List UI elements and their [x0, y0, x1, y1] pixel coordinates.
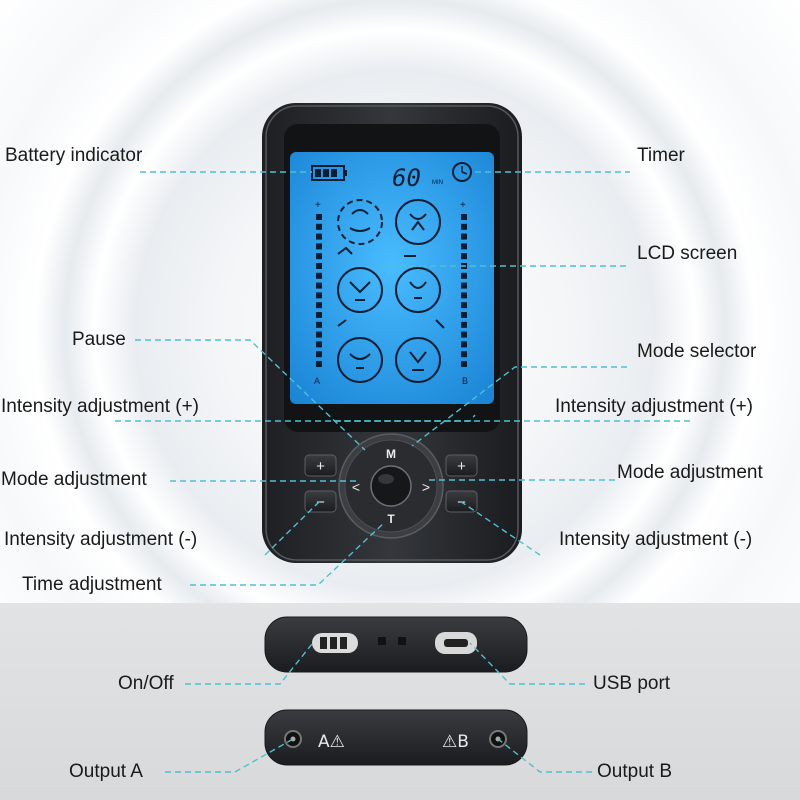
- output-a-jack[interactable]: [284, 730, 302, 748]
- intensity-segment: [316, 233, 322, 240]
- label-intensity-up-right: Intensity adjustment (+): [555, 396, 754, 417]
- label-time-adjustment: Time adjustment: [22, 574, 162, 595]
- intensity-bar-a: +: [315, 200, 322, 367]
- intensity-segment: [461, 233, 467, 240]
- intensity-segment: [461, 351, 467, 358]
- right-arrow-icon: >: [422, 479, 430, 495]
- intensity-segment: [316, 253, 322, 260]
- intensity-segment: [316, 292, 322, 299]
- plus-button-right[interactable]: +: [445, 454, 478, 477]
- intensity-segment: [461, 214, 467, 220]
- intensity-segment: [316, 302, 322, 309]
- intensity-segment: [461, 331, 467, 338]
- label-mode-adjust-left: Mode adjustment: [1, 469, 147, 490]
- label-lcd-screen: LCD screen: [637, 243, 738, 264]
- label-on-off: On/Off: [118, 673, 174, 694]
- pause-button[interactable]: [370, 465, 412, 507]
- intensity-segment: [461, 321, 467, 328]
- intensity-segment: [316, 321, 322, 328]
- channel-a-label: A: [314, 376, 320, 386]
- intensity-segment: [461, 272, 467, 279]
- intensity-segment: [316, 214, 322, 220]
- label-intensity-up-left: Intensity adjustment (+): [1, 396, 200, 417]
- intensity-segment: [316, 263, 322, 269]
- svg-text:+: +: [460, 200, 466, 211]
- intensity-segment: [461, 253, 467, 260]
- battery-icon: [311, 165, 347, 181]
- plus-label: +: [316, 458, 325, 475]
- label-usb-port: USB port: [593, 673, 671, 694]
- usb-port[interactable]: [435, 632, 477, 654]
- timer-digits: 60: [392, 164, 421, 192]
- power-switch[interactable]: [312, 633, 358, 653]
- device-bottom-edge: A⚠ ⚠B: [264, 709, 528, 766]
- label-intensity-down-left: Intensity adjustment (-): [4, 529, 198, 550]
- label-timer: Timer: [637, 145, 685, 166]
- left-arrow-icon: <: [352, 479, 360, 495]
- label-mode-adjust-right: Mode adjustment: [617, 462, 763, 483]
- label-output-b: Output B: [597, 761, 672, 782]
- intensity-segment: [461, 223, 467, 230]
- intensity-segment: [316, 361, 322, 367]
- label-battery-indicator: Battery indicator: [5, 145, 143, 166]
- svg-text:+: +: [315, 200, 321, 211]
- port-label-a: A⚠: [318, 732, 345, 752]
- time-label: T: [387, 512, 395, 526]
- intensity-segment: [461, 243, 467, 250]
- intensity-segment: [316, 312, 322, 318]
- plus-label: +: [457, 458, 466, 475]
- intensity-bar-b: +: [460, 200, 467, 367]
- minus-label: −: [316, 494, 325, 511]
- label-pause: Pause: [72, 329, 126, 350]
- intensity-segment: [316, 341, 322, 348]
- plus-button-left[interactable]: +: [304, 454, 337, 477]
- intensity-segment: [461, 292, 467, 299]
- intensity-segment: [316, 223, 322, 230]
- lcd-screen: 60 MIN + + A B: [284, 124, 500, 432]
- timer-unit: MIN: [432, 180, 443, 186]
- label-mode-selector: Mode selector: [637, 341, 757, 362]
- indicator-light: [398, 637, 406, 645]
- port-label-b: ⚠B: [442, 732, 469, 752]
- mode-selector-label: M: [386, 447, 396, 461]
- minus-button-left[interactable]: −: [304, 490, 337, 513]
- intensity-segment: [316, 351, 322, 358]
- intensity-segment: [316, 282, 322, 289]
- clock-icon: [452, 162, 472, 182]
- intensity-segment: [316, 331, 322, 338]
- leader-lines: [115, 171, 690, 773]
- channel-b-label: B: [462, 376, 468, 386]
- intensity-segment: [316, 272, 322, 279]
- mode-icons: [337, 199, 445, 383]
- intensity-segment: [461, 302, 467, 309]
- label-output-a: Output A: [69, 761, 143, 782]
- intensity-segment: [461, 341, 467, 348]
- device-top-edge: [264, 616, 528, 673]
- intensity-segment: [461, 361, 467, 367]
- intensity-segment: [461, 312, 467, 318]
- label-intensity-down-right: Intensity adjustment (-): [559, 529, 753, 550]
- intensity-segment: [316, 243, 322, 250]
- intensity-segment: [461, 282, 467, 289]
- indicator-light: [378, 637, 386, 645]
